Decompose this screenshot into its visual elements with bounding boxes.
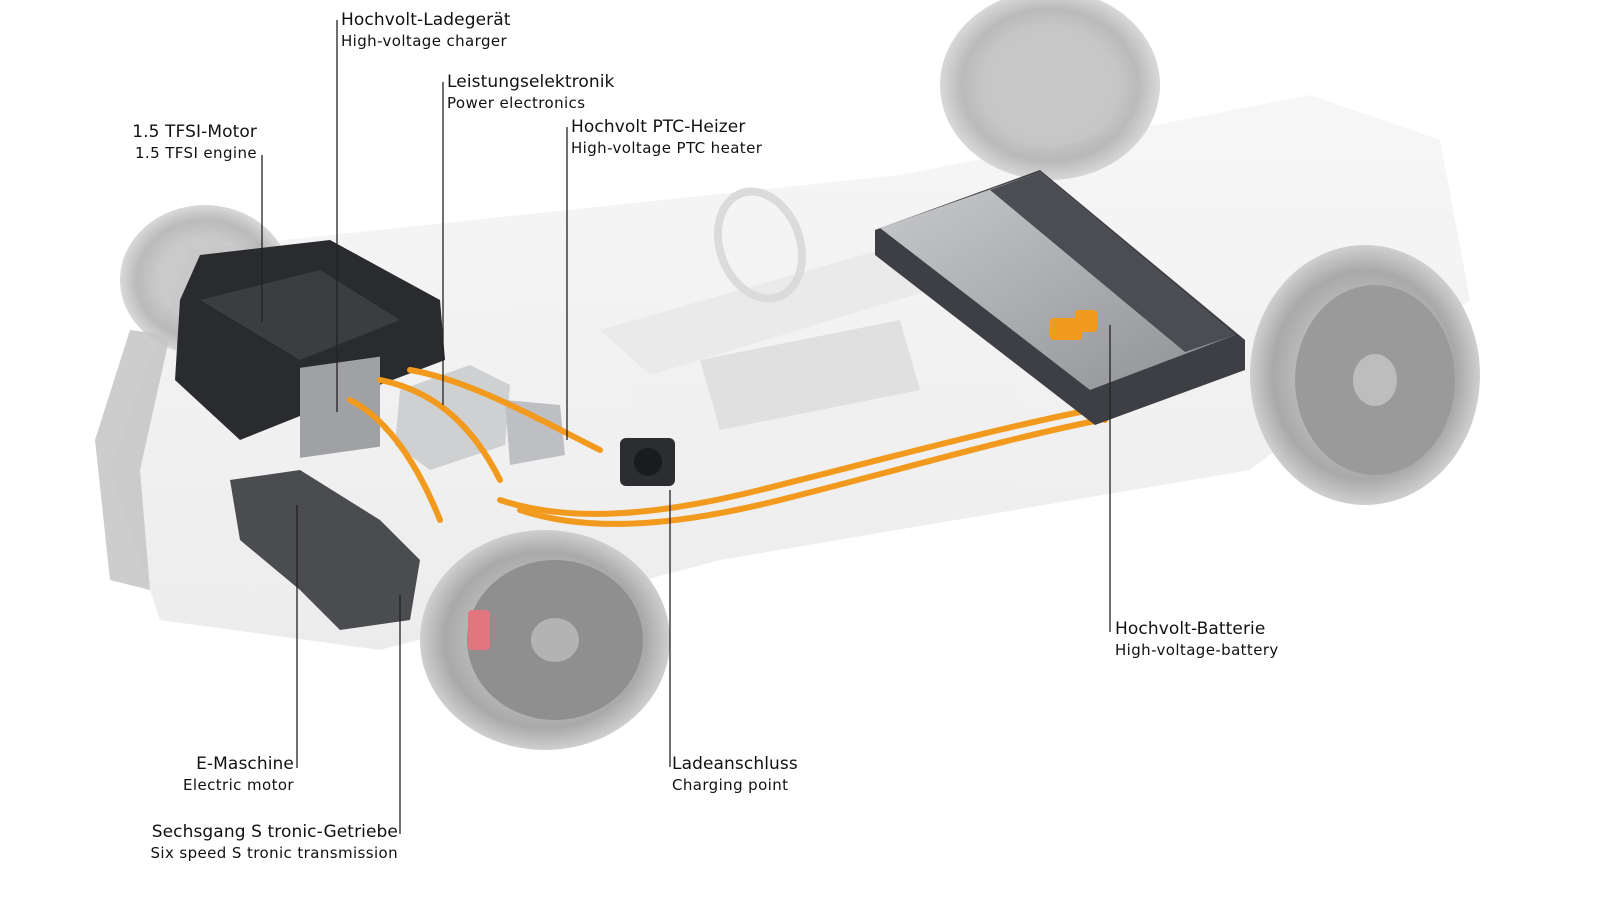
label-engine-en: 1.5 TFSI engine xyxy=(134,144,257,162)
label-charger-en: High-voltage charger xyxy=(341,32,508,50)
label-charging-point-en: Charging point xyxy=(672,776,789,794)
rear-right-wheel xyxy=(940,0,1160,180)
label-engine-de: 1.5 TFSI-Motor xyxy=(132,122,257,142)
label-power-electronics-de: Leistungselektronik xyxy=(447,72,615,92)
label-battery-de: Hochvolt-Batterie xyxy=(1115,619,1266,639)
label-charger: Hochvolt-Ladegerät High-voltage charger xyxy=(341,12,511,49)
hv-battery xyxy=(875,170,1245,425)
label-e-motor-en: Electric motor xyxy=(183,776,294,794)
label-ptc-heater: Hochvolt PTC-Heizer High-voltage PTC hea… xyxy=(571,119,762,156)
charging-socket xyxy=(620,438,675,486)
label-charger-de: Hochvolt-Ladegerät xyxy=(341,10,511,30)
label-e-motor-de: E-Maschine xyxy=(196,754,294,774)
radiator xyxy=(95,330,170,590)
label-charging-point-de: Ladeanschluss xyxy=(672,754,798,774)
chassis-ghost xyxy=(110,95,1470,650)
label-transmission: Sechsgang S tronic-Getriebe Six speed S … xyxy=(150,824,398,861)
label-charging-point: Ladeanschluss Charging point xyxy=(672,756,798,793)
label-ptc-heater-de: Hochvolt PTC-Heizer xyxy=(571,117,746,137)
engine-block xyxy=(175,240,445,630)
label-transmission-en: Six speed S tronic transmission xyxy=(150,844,398,862)
label-e-motor: E-Maschine Electric motor xyxy=(183,756,294,793)
front-left-wheel xyxy=(420,530,670,750)
label-battery: Hochvolt-Batterie High-voltage-battery xyxy=(1115,621,1279,658)
label-battery-en: High-voltage-battery xyxy=(1115,641,1279,659)
label-engine: 1.5 TFSI-Motor 1.5 TFSI engine xyxy=(132,124,257,161)
label-power-electronics-en: Power electronics xyxy=(447,94,586,112)
leader-lines xyxy=(261,20,1111,834)
label-transmission-de: Sechsgang S tronic-Getriebe xyxy=(151,822,398,842)
label-ptc-heater-en: High-voltage PTC heater xyxy=(571,139,763,157)
rear-left-wheel xyxy=(1250,245,1480,505)
label-power-electronics: Leistungselektronik Power electronics xyxy=(447,74,614,111)
